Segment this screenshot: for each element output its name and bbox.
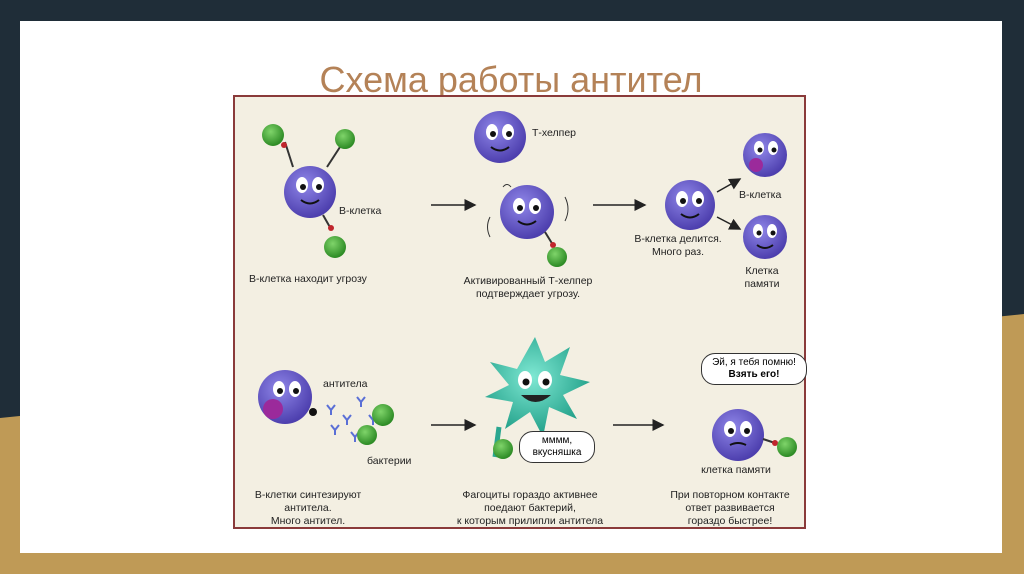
t-helper-cell [474,111,526,163]
repeat-contact-caption-3: гораздо быстрее! [687,515,773,527]
b-cell-icon [284,166,336,218]
slide-title: Схема работы антител [319,59,703,100]
memory-cell-bottom-label: клетка памяти [701,464,771,476]
t-helper-label: Т-хелпер [532,127,577,139]
antibody-producing-cell [258,370,317,424]
b-cell-divides-caption-1: В-клетка делится. [634,233,722,245]
t-helper-active-icon [500,185,554,239]
activated-t-helper-caption-1: Активированный Т-хелпер [463,275,593,287]
bacteria-icon [372,404,394,426]
antibodies-label: антитела [323,378,368,390]
remember-line-2: Взять его! [728,369,780,380]
memory-cell-icon [712,409,764,461]
bacteria-icon [493,439,513,459]
phagocyte-icon [485,337,590,437]
diagram-panel: В-клетка В-клетка находит угрозу Т-хелпе… [233,95,807,529]
dividing-b-cell [665,180,715,230]
b-cell-finds-threat-caption: В-клетка находит угрозу [249,273,367,285]
memory-cell-label-1: Клетка [745,265,779,277]
memory-cell-bottom [712,409,797,461]
bacteria-icon [324,236,346,258]
yummy-line-2: вкусняшка [532,447,582,458]
repeat-contact-caption-1: При повторном контакте [670,489,790,501]
phagocyte [485,337,590,459]
b-cells-synth-caption-2: антитела. [284,502,332,514]
memory-cell-icon [743,215,787,259]
activated-t-helper-caption-2: подтверждает угрозу. [475,288,581,300]
plasma-b-cell-label: В-клетка [739,189,782,201]
t-helper-icon [474,111,526,163]
plasma-b-cell [743,133,787,177]
yummy-speech-bubble: мммм, вкусняшка [519,431,595,463]
b-cells-synth-caption-3: Много антител. [270,515,346,527]
antibodies-icon [326,396,378,442]
bacteria-icon [547,247,567,267]
repeat-contact-caption-2: ответ развивается [685,502,775,514]
phagocytes-caption-3: к которым прилипли антитела [456,515,604,527]
b-cell-icon [743,133,787,177]
bacteria-icon [335,129,355,149]
b-cell-label: В-клетка [339,205,382,217]
phagocytes-caption-1: Фагоциты гораздо активнее [462,489,598,501]
b-cell-divides-caption-2: Много раз. [651,246,705,258]
b-cell-finding-threat [262,124,355,258]
b-cell-icon [665,180,715,230]
memory-b-cell [743,215,787,259]
remember-line-1: Эй, я тебя помню! [712,357,796,368]
activated-t-helper [487,184,569,267]
slide: Схема работы антител [20,21,1002,553]
bacteria-icon [777,437,797,457]
bacteria-icon [357,425,377,445]
remember-speech-bubble: Эй, я тебя помню! Взять его! [701,353,807,385]
phagocytes-caption-2: поедают бактерий, [484,502,576,514]
b-cells-synth-caption-1: В-клетки синтезируют [254,489,362,501]
yummy-line-1: мммм, [541,435,573,446]
bacteria-icon [262,124,284,146]
bacteria-label: бактерии [367,455,412,467]
diagram-graphics [258,111,797,461]
memory-cell-label-2: памяти [744,278,780,290]
